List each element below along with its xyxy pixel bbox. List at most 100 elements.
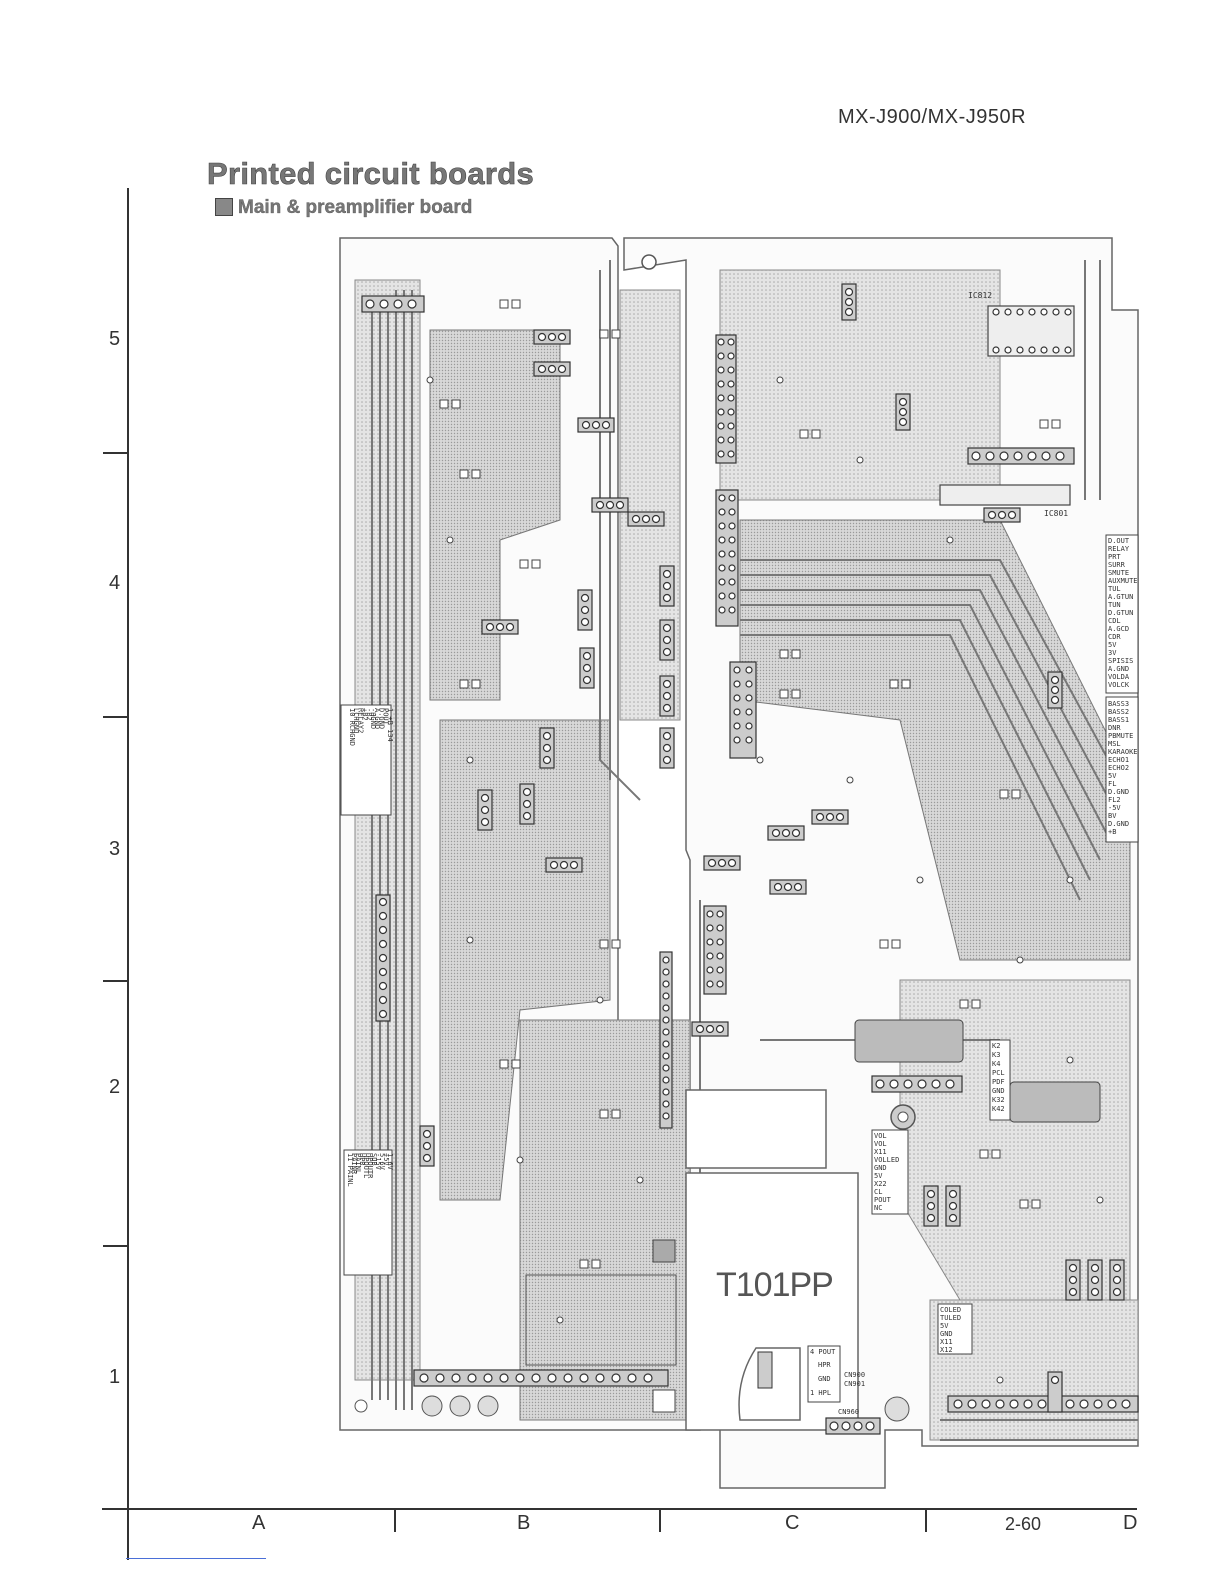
transformer-label: T101PP bbox=[716, 1266, 833, 1304]
cn900-pin: 4 POUT bbox=[810, 1348, 836, 1356]
connector-cn880 bbox=[703, 905, 727, 995]
cn713-pin: D.GND bbox=[377, 708, 385, 729]
transistor-q bbox=[923, 1185, 939, 1227]
cn801-pin: ECHO2 bbox=[1108, 764, 1129, 772]
connector-cn861 bbox=[715, 334, 737, 464]
cn870-pin: K3 bbox=[992, 1051, 1000, 1059]
cn800-pin: SURR bbox=[1108, 561, 1126, 569]
cn801-pin: BASS1 bbox=[1108, 716, 1129, 724]
grid-tick bbox=[659, 1510, 661, 1532]
transistor-q bbox=[481, 619, 519, 635]
cn702-pin: PAINR bbox=[350, 1153, 358, 1175]
transistor-q bbox=[545, 857, 583, 873]
transistor-q bbox=[477, 789, 493, 831]
column-label: C bbox=[785, 1512, 800, 1534]
svg-text:IC812: IC812 bbox=[968, 291, 992, 300]
column-label: B bbox=[517, 1512, 531, 1534]
cn800-pin: SMUTE bbox=[1108, 569, 1129, 577]
cn702-pin: +5V bbox=[382, 1153, 390, 1166]
cn702-pin: SUB bbox=[370, 1153, 378, 1166]
cn800-pin: TUN bbox=[1108, 601, 1121, 609]
cn800-pin: AUXMUTE bbox=[1108, 577, 1138, 585]
cn870-pin: PCL bbox=[992, 1069, 1005, 1077]
transistor-q bbox=[539, 727, 555, 769]
model-number: MX-J900/MX-J950R bbox=[838, 106, 1027, 128]
transistor-q bbox=[519, 783, 535, 825]
transistor-q bbox=[659, 727, 675, 769]
cn870-pin: K32 bbox=[992, 1096, 1005, 1104]
cn884-pin: GND bbox=[940, 1330, 953, 1338]
cn713-pin: A.GND bbox=[373, 708, 381, 729]
mounting-hole bbox=[477, 1395, 499, 1417]
cn702-pin: HPR bbox=[358, 1153, 366, 1166]
grid-tick bbox=[103, 1245, 127, 1247]
bullet-square-icon bbox=[215, 198, 233, 216]
page-title: Printed circuit boards bbox=[207, 156, 534, 192]
row-label: 5 bbox=[109, 328, 121, 350]
cn702-table bbox=[343, 1149, 393, 1276]
cn900-pin: GND bbox=[818, 1375, 831, 1383]
transistor-q bbox=[419, 1125, 435, 1167]
connector-cn658 bbox=[659, 951, 673, 1129]
cn800-pin: RELAY bbox=[1108, 545, 1130, 553]
cn800-pin: VOLDA bbox=[1108, 673, 1130, 681]
connector-cn901 bbox=[757, 1351, 773, 1389]
cn810-pin: X11 bbox=[874, 1148, 887, 1156]
cn702-pin: PAINL bbox=[354, 1153, 362, 1174]
cn870-pin: K4 bbox=[992, 1060, 1000, 1068]
cn801-pin: BASS3 bbox=[1108, 700, 1129, 708]
cn810-pin-table bbox=[871, 1129, 909, 1215]
cn713-pin: -HGND bbox=[369, 708, 377, 729]
cn810-pin: 5V bbox=[874, 1172, 883, 1180]
cn800-pin: A.GCD bbox=[1108, 625, 1129, 633]
transistor-q bbox=[945, 1185, 961, 1227]
connector-ic801-row bbox=[967, 447, 1075, 465]
cn870-pin: K2 bbox=[992, 1042, 1000, 1050]
row-label: 4 bbox=[109, 572, 121, 594]
transistor-q bbox=[767, 825, 805, 841]
transistor-q bbox=[579, 647, 595, 689]
transistor-q bbox=[1047, 671, 1063, 709]
ic-chip bbox=[1009, 1081, 1101, 1123]
cn870-pin: K42 bbox=[992, 1105, 1005, 1113]
cn960-label: CN960 bbox=[838, 1408, 859, 1416]
transistor-q bbox=[895, 393, 911, 431]
cn801-pin: MSL bbox=[1108, 740, 1121, 748]
transistor-q bbox=[703, 855, 741, 871]
grid-horizontal-line bbox=[102, 1508, 1137, 1510]
cn702-pin: -15V bbox=[374, 1153, 382, 1171]
transistor-q bbox=[659, 565, 675, 607]
grid-tick bbox=[103, 452, 127, 454]
mounting-hole bbox=[354, 1399, 368, 1413]
column-label: D bbox=[1123, 1512, 1138, 1534]
transistor-q bbox=[577, 417, 615, 433]
cn884-pin: X11 bbox=[940, 1338, 953, 1346]
connector-cn866 bbox=[729, 661, 757, 759]
cn713-pin: POUT bbox=[382, 708, 390, 726]
cn800-pin: D.OUT bbox=[1108, 537, 1130, 545]
copper-zone bbox=[739, 519, 1131, 961]
cn713-table bbox=[340, 704, 392, 816]
cn800-pin: CDL bbox=[1108, 617, 1121, 625]
transistor-q bbox=[811, 809, 849, 825]
svg-text:10 RCHGND: 10 RCHGND bbox=[348, 708, 356, 746]
cn810-pin: VOL bbox=[874, 1132, 887, 1140]
connector-bottom-right-row bbox=[947, 1395, 1139, 1413]
cn801-pin: FL bbox=[1108, 780, 1116, 788]
cn810-pin: VOL bbox=[874, 1140, 887, 1148]
transistor-q bbox=[1065, 1259, 1081, 1301]
svg-text:IC801: IC801 bbox=[1044, 509, 1068, 518]
cn702-pin: 1 6V bbox=[386, 1153, 394, 1171]
cn810-pin: X22 bbox=[874, 1180, 887, 1188]
copper-zone bbox=[719, 269, 1001, 501]
cn900-pin-table bbox=[807, 1345, 841, 1403]
cn870-pin: PDF bbox=[992, 1078, 1005, 1086]
row-label: 2 bbox=[109, 1076, 121, 1098]
transistor-q bbox=[1087, 1259, 1103, 1301]
transistor-q bbox=[983, 507, 1021, 523]
grid-tick bbox=[925, 1510, 927, 1532]
transistor-q bbox=[533, 361, 571, 377]
cn801-pin: BV bbox=[1108, 812, 1117, 820]
cn702-pin: HPOUTR bbox=[366, 1153, 374, 1179]
